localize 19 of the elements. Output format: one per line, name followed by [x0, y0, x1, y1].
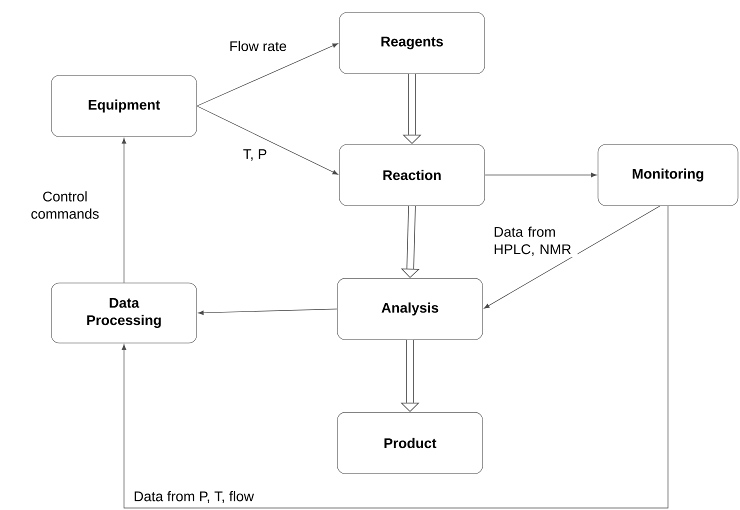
process-box: Reaction [339, 144, 485, 206]
edge-label: Control commands [22, 190, 108, 220]
process-box: Analysis [337, 278, 483, 340]
process-box: Data Processing [51, 282, 197, 344]
process-box: Reagents [339, 12, 485, 74]
arrow [484, 172, 597, 178]
arrow [484, 206, 660, 309]
arrow [196, 106, 338, 175]
edge-label: Data from P, T, flow [132, 490, 256, 504]
arrow [196, 43, 338, 106]
arrow [122, 206, 668, 508]
process-box: Product [337, 412, 483, 474]
arrow [122, 138, 126, 284]
edge-label: Flow rate [228, 40, 288, 52]
arrow [198, 308, 338, 316]
edge-label: T, P [242, 148, 268, 162]
process-box: Monitoring [598, 144, 738, 206]
edge-label: Data from HPLC, NMR [492, 225, 578, 258]
process-box: Equipment [51, 75, 197, 137]
